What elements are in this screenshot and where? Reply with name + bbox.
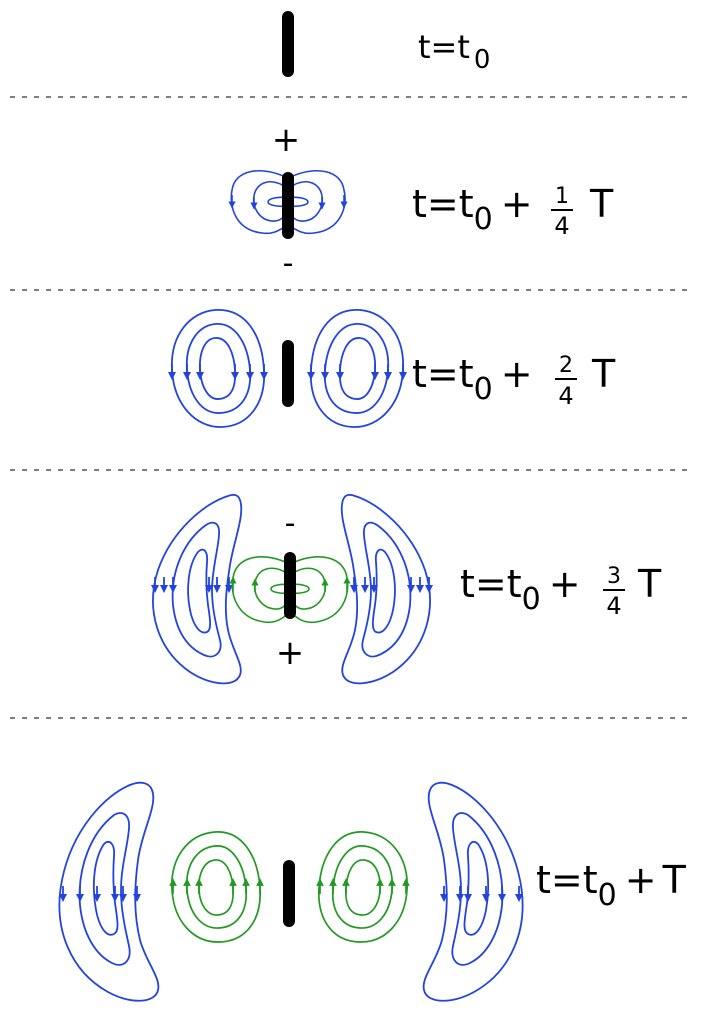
charge-sign-top: -	[285, 506, 296, 541]
fraction-denominator: 4	[554, 212, 569, 240]
panel-5: t=t0+T	[58, 781, 687, 1002]
period-label: T	[589, 182, 614, 226]
fraction-denominator: 4	[606, 592, 621, 620]
dipole-antenna	[282, 11, 294, 77]
dipole-antenna	[283, 860, 295, 927]
charge-sign-bottom: -	[283, 246, 294, 281]
dipole-antenna	[282, 340, 294, 407]
time-label: t=t0+	[460, 562, 581, 617]
dipole-antenna	[282, 172, 294, 239]
dipole-antenna	[284, 552, 296, 619]
blue-field-lines	[150, 493, 434, 685]
fraction-denominator: 4	[558, 382, 573, 410]
period-label: T	[637, 562, 662, 606]
panel-3: t=t0+ 2 4 T	[167, 309, 616, 428]
divider-lines	[10, 96, 690, 719]
panel-4: - + t=t0+ 3 4 T	[150, 493, 662, 685]
fraction-numerator: 3	[607, 564, 621, 589]
time-label: t=t0+T	[536, 858, 687, 913]
panel-2: + - t=t0+ 1 4 T	[228, 120, 614, 281]
period-label: T	[591, 352, 616, 396]
time-label: t=t0+	[412, 352, 533, 407]
charge-sign-bottom: +	[276, 633, 305, 673]
time-subscript: 0	[474, 45, 491, 75]
fraction-numerator: 2	[559, 353, 573, 378]
blue-field-lines	[58, 781, 524, 1002]
green-field-lines	[169, 831, 410, 943]
fraction-numerator: 1	[555, 184, 569, 209]
charge-sign-top: +	[272, 120, 301, 160]
blue-field-lines	[167, 309, 408, 428]
time-label: t=t0+	[412, 182, 533, 237]
